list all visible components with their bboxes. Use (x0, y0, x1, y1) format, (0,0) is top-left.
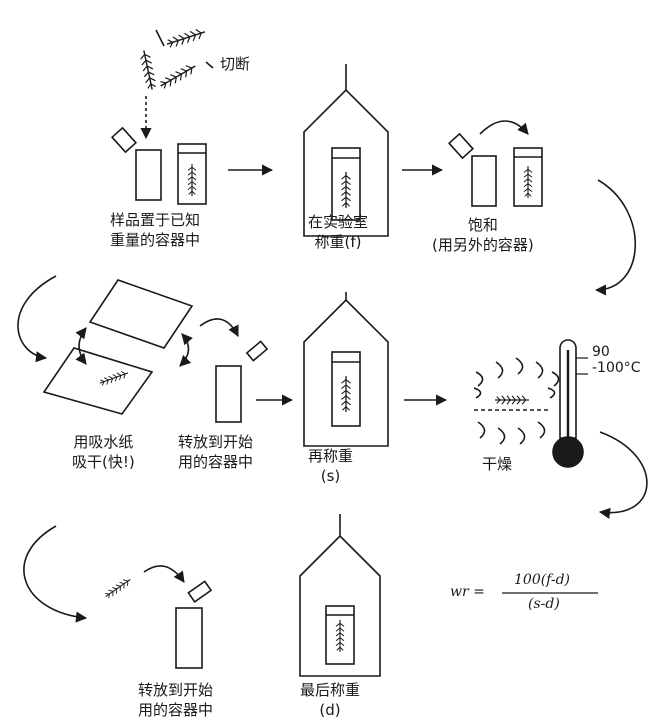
step-reweigh-label: 再称重(s) (308, 447, 354, 485)
drying-heat-icon (473, 357, 560, 445)
saturation-container-icon (447, 120, 543, 207)
blotting-paper-icon (42, 279, 239, 415)
formula-denominator: (s-d) (528, 596, 560, 612)
step-final-weigh-label: 最后称重(d) (300, 681, 361, 719)
closed-container-with-sample-icon (177, 143, 207, 205)
thermometer-range-label: 90-100°C (592, 344, 641, 376)
final-container-icon (175, 580, 213, 669)
open-container-icon (110, 126, 162, 201)
balance-chamber-icon-2 (303, 292, 389, 447)
cut-label: 切断 (220, 55, 251, 73)
step-sample-in-container-label: 样品置于已知重量的容器中 (110, 211, 201, 249)
formula-lhs: wr = (450, 584, 485, 600)
balance-chamber-icon-1 (303, 64, 389, 237)
step-blot-label: 用吸水纸吸干(快!) (72, 433, 135, 471)
into-row3-curve-arrow (23, 525, 88, 623)
step-saturate-label: 饱和(用另外的容器) (432, 216, 534, 254)
formula-numerator: 100(f-d) (514, 572, 571, 588)
row2-to-row3-curve-arrow (598, 431, 648, 519)
step-final-transfer-label: 转放到开始用的容器中 (138, 681, 214, 719)
step-transfer-label: 转放到开始用的容器中 (178, 433, 254, 471)
into-blot-curve-arrow (17, 275, 57, 363)
sample-sprig-icon (138, 26, 214, 92)
blotted-sample-icon (102, 575, 134, 601)
transfer-container-icon (215, 340, 269, 423)
row1-to-row2-curve-arrow (594, 179, 637, 296)
thermometer-icon (552, 339, 588, 468)
balance-chamber-icon-3 (299, 514, 381, 677)
step-weigh-lab-label: 在实验室称重(f) (308, 213, 369, 251)
step-dry-label: 干燥 (482, 455, 513, 473)
